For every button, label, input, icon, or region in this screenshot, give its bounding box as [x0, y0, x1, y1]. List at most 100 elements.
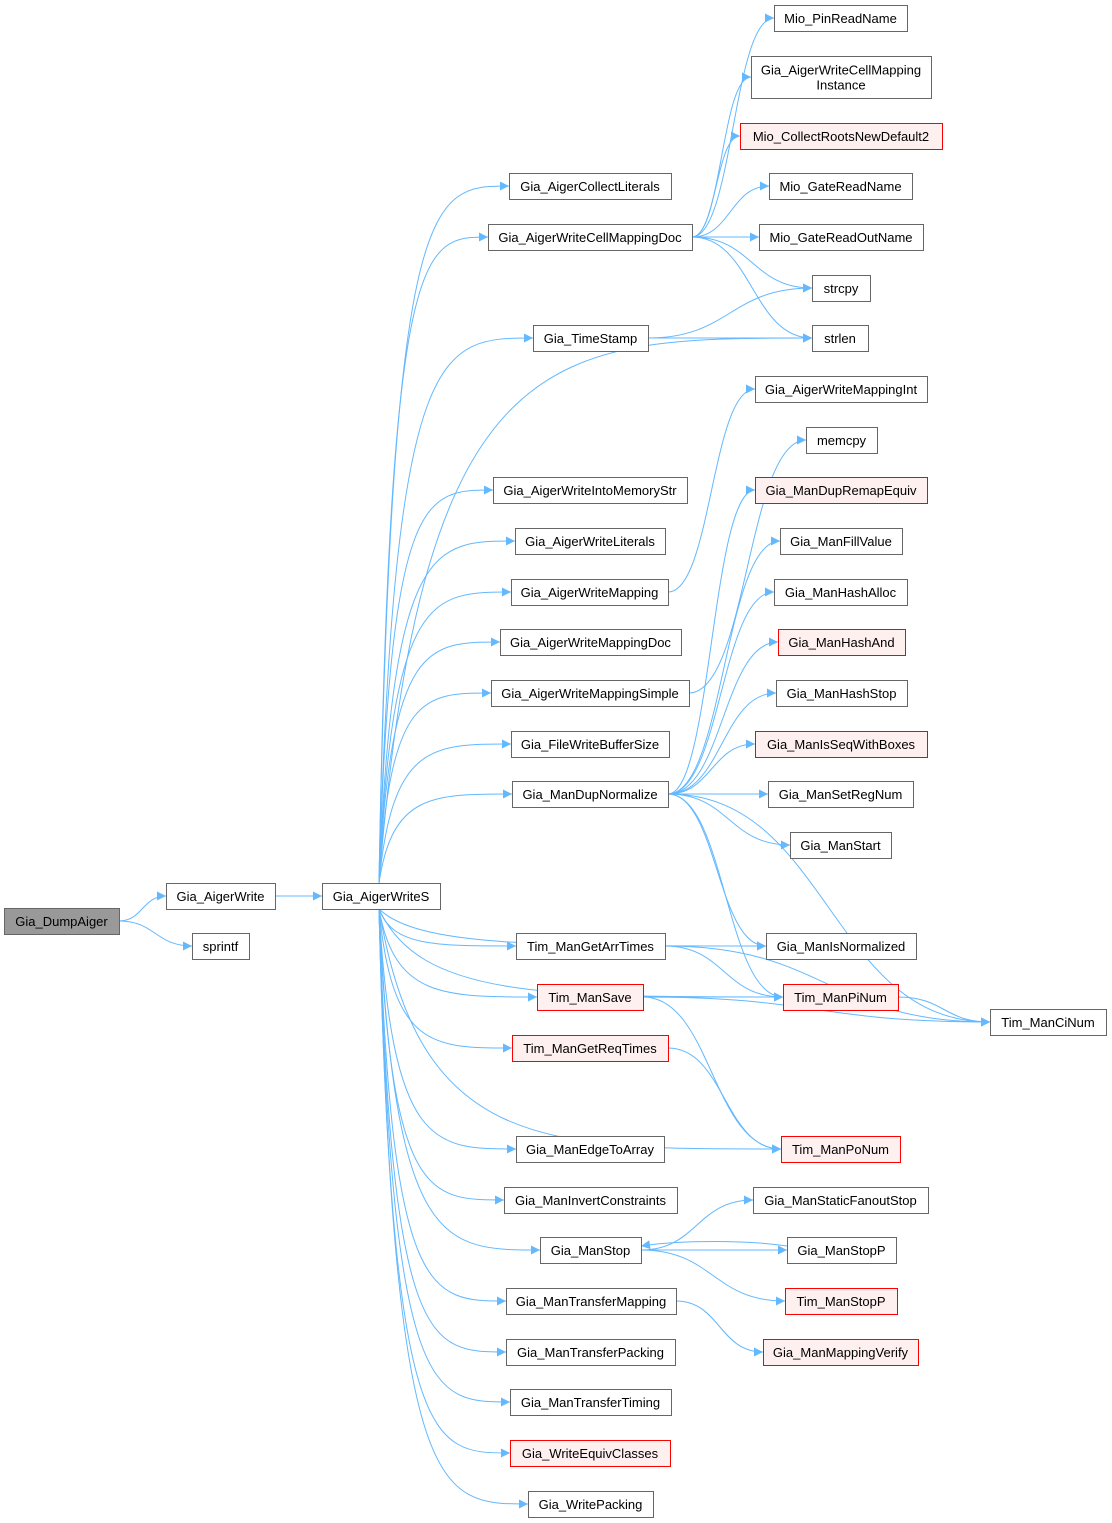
edge-mdn-to-miswb — [667, 739, 756, 795]
node-label: Tim_ManGetReqTimes — [523, 1041, 657, 1056]
node-mio-gatereadoutname[interactable]: Mio_GateReadOutName — [759, 224, 924, 251]
node-gia-manisseqwithboxes[interactable]: Gia_ManIsSeqWithBoxes — [755, 731, 928, 758]
edge-awms-to-memcpy — [688, 435, 807, 694]
node-label: memcpy — [817, 433, 867, 448]
node-gia-maninvertconstraints[interactable]: Gia_ManInvertConstraints — [504, 1187, 678, 1214]
node-label: Gia_AigerWriteMappingSimple — [501, 686, 679, 701]
node-gia-mantransfermapping[interactable]: Gia_ManTransferMapping — [506, 1288, 677, 1315]
node-gia-timestamp[interactable]: Gia_TimeStamp — [533, 325, 649, 352]
edge-aws-to-ts — [378, 333, 534, 884]
node-box — [493, 477, 688, 504]
node-gia-manstaticfanoutstop[interactable]: Gia_ManStaticFanoutStop — [753, 1187, 929, 1214]
edge-aws-to-acmd — [378, 232, 489, 884]
node-box — [515, 528, 666, 555]
node-gia-mandupnormalize[interactable]: Gia_ManDupNormalize — [512, 781, 669, 808]
node-box — [751, 56, 932, 99]
edges — [118, 13, 991, 1509]
edge-mdn-to-mhand — [667, 637, 779, 795]
node-label: Mio_GateReadOutName — [769, 230, 912, 245]
node-label: Gia_ManTransferTiming — [521, 1395, 660, 1410]
edge-mstopp-to-mstop — [640, 1240, 788, 1250]
edge-dump-to-sprintf — [118, 920, 193, 951]
node-gia-manstopp[interactable]: Gia_ManStopP — [787, 1237, 897, 1264]
node-box — [4, 908, 120, 935]
node-gia-aigerwrites[interactable]: Gia_AigerWriteS — [322, 883, 441, 910]
node-gia-manedgetoarray[interactable]: Gia_ManEdgeToArray — [516, 1136, 665, 1163]
node-gia-manstart[interactable]: Gia_ManStart — [790, 832, 892, 859]
node-gia-manhashalloc[interactable]: Gia_ManHashAlloc — [774, 579, 908, 606]
node-strcpy[interactable]: strcpy — [812, 275, 871, 302]
node-gia-aigerwritemapping[interactable]: Gia_AigerWriteMapping — [511, 579, 669, 606]
node-tim-mangetreqtimes[interactable]: Tim_ManGetReqTimes — [512, 1035, 669, 1062]
node-label: Gia_ManIsNormalized — [777, 939, 906, 954]
node-tim-mansave[interactable]: Tim_ManSave — [537, 984, 644, 1011]
node-gia-mantransfertiming[interactable]: Gia_ManTransferTiming — [510, 1389, 672, 1416]
node-box — [759, 224, 924, 251]
edge-acmd-to-acmi — [691, 72, 752, 238]
node-gia-manstop[interactable]: Gia_ManStop — [540, 1237, 642, 1264]
node-tim-manpinum[interactable]: Tim_ManPiNum — [783, 984, 899, 1011]
edge-mdn-to-tpi — [667, 793, 784, 1002]
node-gia-mantransferpacking[interactable]: Gia_ManTransferPacking — [506, 1339, 676, 1366]
node-mio-gatereadname[interactable]: Mio_GateReadName — [769, 173, 913, 200]
node-gia-manhashand[interactable]: Gia_ManHashAnd — [778, 629, 906, 656]
node-gia-manfillvalue[interactable]: Gia_ManFillValue — [780, 528, 903, 555]
node-tim-manponum[interactable]: Tim_ManPoNum — [781, 1136, 901, 1163]
node-tim-mancinum[interactable]: Tim_ManCiNum — [990, 1009, 1107, 1036]
node-box — [778, 629, 906, 656]
node-gia-aigerwriteintomemorystr[interactable]: Gia_AigerWriteIntoMemoryStr — [493, 477, 688, 504]
node-box — [506, 1339, 676, 1366]
node-gia-writepacking[interactable]: Gia_WritePacking — [528, 1491, 654, 1518]
node-sprintf[interactable]: sprintf — [192, 933, 250, 960]
node-box — [990, 1009, 1107, 1036]
node-mio-collectrootsnewdefault2[interactable]: Mio_CollectRootsNewDefault2 — [740, 123, 943, 150]
node-gia-manisnormalized[interactable]: Gia_ManIsNormalized — [766, 933, 917, 960]
node-label: Gia_ManHashAlloc — [785, 585, 897, 600]
node-gia-aigerwritemappingint[interactable]: Gia_AigerWriteMappingInt — [755, 376, 928, 403]
edge-mdn-to-mhs — [667, 688, 777, 795]
node-gia-aigerwritemappingsimple[interactable]: Gia_AigerWriteMappingSimple — [491, 680, 690, 707]
node-gia-aigerwritecellmappingdoc[interactable]: Gia_AigerWriteCellMappingDoc — [488, 224, 693, 251]
edge-aws-to-fwbs — [378, 739, 512, 884]
node-label: Gia_TimeStamp — [544, 331, 637, 346]
node-gia-aigerwriteliterals[interactable]: Gia_AigerWriteLiterals — [515, 528, 666, 555]
node-memcpy[interactable]: memcpy — [806, 427, 878, 454]
node-label: Gia_ManDupRemapEquiv — [765, 483, 917, 498]
node-mio-pinreadname[interactable]: Mio_PinReadName — [774, 5, 908, 32]
node-gia-aigerwrite[interactable]: Gia_AigerWrite — [166, 883, 276, 910]
node-gia-manmappingverify[interactable]: Gia_ManMappingVerify — [763, 1339, 919, 1366]
node-box — [504, 1187, 678, 1214]
node-gia-aigerwritemappingdoc[interactable]: Gia_AigerWriteMappingDoc — [500, 629, 682, 656]
edge-acmd-to-strcpy — [691, 236, 813, 293]
edge-aws-to-aims — [378, 485, 494, 884]
node-gia-mansetregnum[interactable]: Gia_ManSetRegNum — [768, 781, 914, 808]
node-gia-filewritebuffersize[interactable]: Gia_FileWriteBufferSize — [511, 731, 670, 758]
node-gia-manhashstop[interactable]: Gia_ManHashStop — [776, 680, 908, 707]
node-box — [516, 1136, 665, 1163]
edge-aws-to-mdn — [378, 789, 513, 884]
node-strlen[interactable]: strlen — [812, 325, 869, 352]
node-label: Gia_ManTransferPacking — [517, 1345, 664, 1360]
node-label: Gia_ManEdgeToArray — [526, 1142, 654, 1157]
edge-aws-to-strlen — [378, 333, 813, 884]
node-gia-writeequivclasses[interactable]: Gia_WriteEquivClasses — [510, 1440, 671, 1467]
node-label: Tim_ManSave — [548, 990, 631, 1005]
node-tim-mangetarrtimes[interactable]: Tim_ManGetArrTimes — [516, 933, 666, 960]
edge-acmd-to-prn — [691, 13, 775, 238]
node-box — [763, 1339, 919, 1366]
node-tim-manstopp[interactable]: Tim_ManStopP — [785, 1288, 898, 1315]
node-label: Gia_AigerCollectLiterals — [520, 179, 660, 194]
node-label: Tim_ManGetArrTimes — [527, 939, 654, 954]
edge-tpi-to-tci — [897, 996, 991, 1027]
node-label: Tim_ManPiNum — [794, 990, 887, 1005]
edge-mdn-to-misn — [667, 793, 767, 951]
node-box — [510, 1440, 671, 1467]
node-gia-dumpaiger[interactable]: Gia_DumpAiger — [4, 908, 120, 935]
node-gia-mandupremapequiv[interactable]: Gia_ManDupRemapEquiv — [755, 477, 928, 504]
node-label: Gia_ManHashStop — [787, 686, 897, 701]
node-label: strlen — [824, 331, 856, 346]
node-gia-aigercollectliterals[interactable]: Gia_AigerCollectLiterals — [509, 173, 672, 200]
edge-dump-to-aw — [118, 891, 167, 922]
edge-aws-to-wp — [378, 908, 529, 1509]
